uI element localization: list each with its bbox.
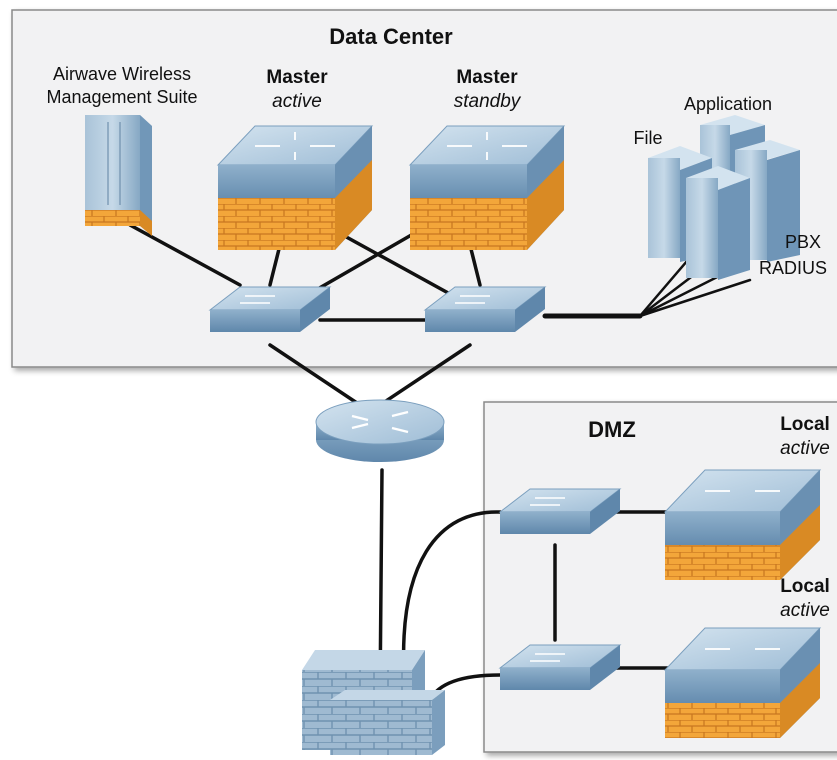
link-switch2-router: [378, 343, 472, 407]
router-icon: [315, 399, 445, 462]
link-active-switch1: [268, 243, 282, 287]
local-bottom-state: active: [780, 600, 830, 621]
dmz-title: DMZ: [588, 417, 636, 442]
airwave-label-line2: Management Suite: [46, 87, 197, 107]
link-standby-switch2: [468, 243, 482, 287]
dc-switch-1-icon: [208, 286, 332, 332]
server-radius: [686, 166, 750, 280]
local-top-title: Local: [780, 414, 830, 435]
server-file-label: File: [633, 128, 662, 148]
dmz-switch-1-icon: [498, 488, 622, 534]
master-active-title: Master: [266, 67, 328, 88]
server-cluster-icon: [648, 115, 800, 280]
master-active-controller-icon: [216, 125, 374, 250]
master-active-state: active: [272, 91, 322, 112]
local-top-controller-icon: [663, 469, 822, 580]
local-top-state: active: [780, 438, 830, 459]
master-standby-controller-icon: [408, 125, 566, 250]
data-center-title: Data Center: [329, 24, 453, 49]
airwave-label-line1: Airwave Wireless: [53, 64, 191, 84]
link-active-switch2: [328, 226, 472, 307]
link-airwave-switch1: [128, 223, 242, 287]
brick-firewall-icon: [302, 650, 445, 755]
master-standby-title: Master: [456, 67, 518, 88]
master-standby-state: standby: [454, 91, 522, 112]
server-pbx-label: PBX: [785, 232, 821, 252]
dmz-switch-2-icon: [498, 644, 622, 690]
server-application-label: Application: [684, 94, 772, 114]
dc-switch-2-icon: [423, 286, 547, 332]
local-bottom-title: Local: [780, 576, 830, 597]
server-tower-icon: [85, 115, 152, 236]
server-radius-label: RADIUS: [759, 258, 827, 278]
local-bottom-controller-icon: [663, 627, 822, 738]
link-switch1-router: [268, 343, 362, 407]
link-firewall-dmzswitch1: [401, 510, 502, 692]
